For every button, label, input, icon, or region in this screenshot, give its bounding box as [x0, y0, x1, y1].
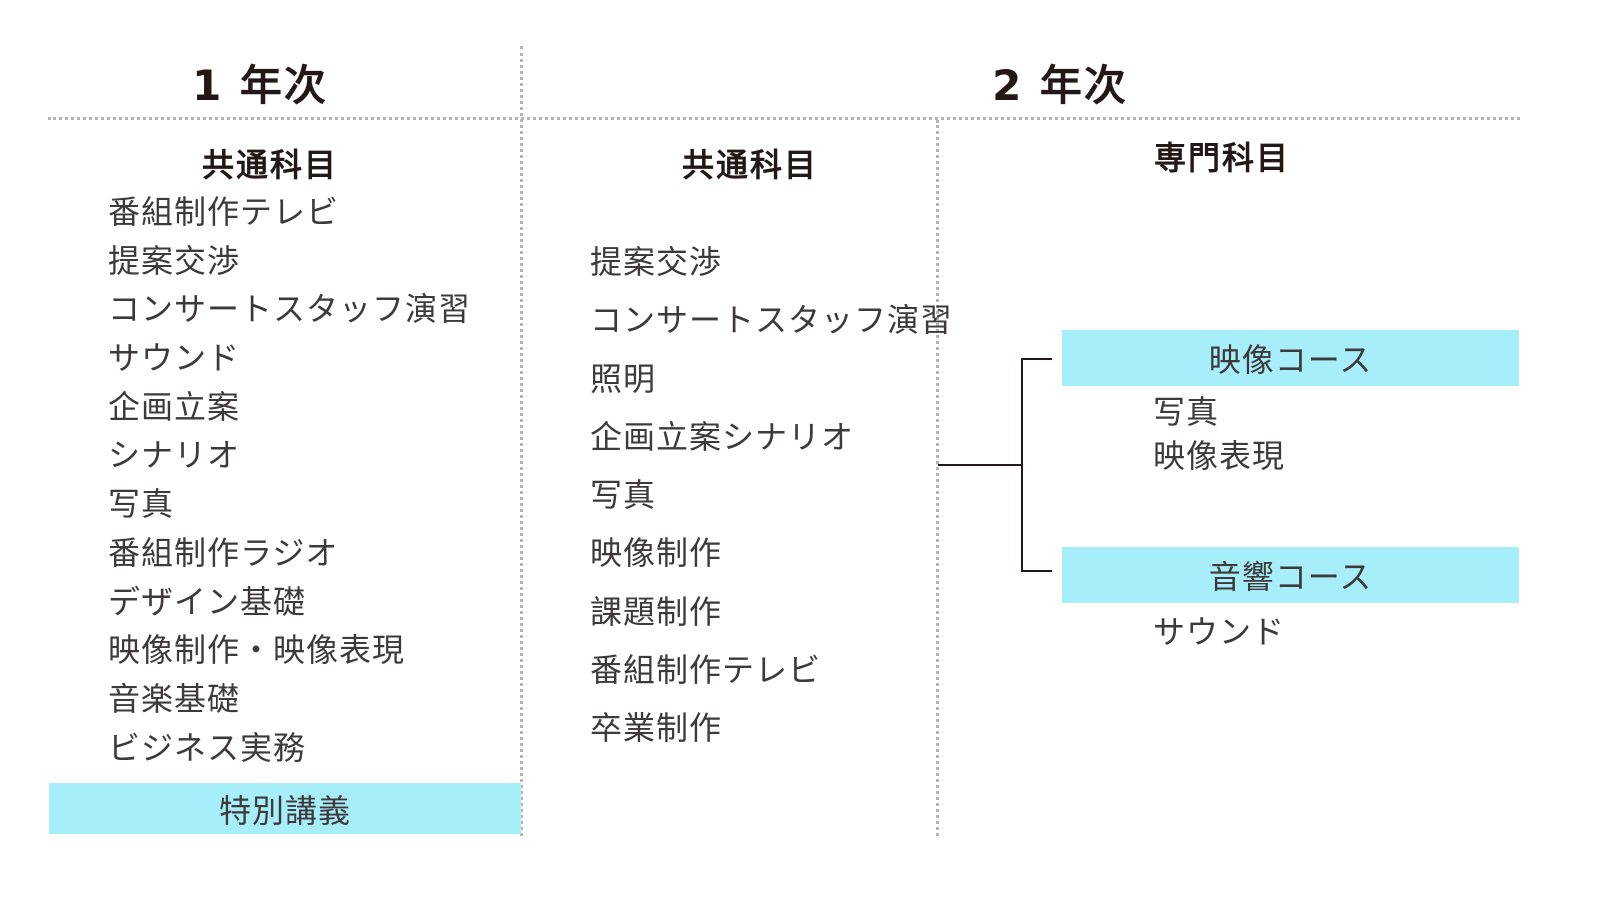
list-item: 番組制作ラジオ — [108, 533, 339, 572]
list-item: サウンド — [108, 339, 241, 378]
list-item: 写真 — [108, 485, 175, 524]
list-item: 課題制作 — [590, 592, 723, 631]
bracket-spine — [1021, 358, 1023, 572]
year1-title: 1 年次 — [192, 61, 328, 110]
year2-specialized-title: 専門科目 — [1153, 139, 1290, 177]
header-divider — [48, 117, 1520, 120]
list-item: 映像制作・映像表現 — [108, 631, 406, 670]
list-item: 提案交渉 — [108, 241, 241, 280]
year2-title: 2 年次 — [992, 61, 1128, 110]
bracket-branch-video — [1021, 358, 1052, 360]
list-item: 番組制作テレビ — [590, 651, 822, 690]
video-course-band: 映像コース — [1062, 330, 1519, 386]
list-item: 番組制作テレビ — [108, 193, 340, 231]
video-course-subjects: 写真 映像表現 — [1153, 390, 1285, 478]
list-item: コンサートスタッフ演習 — [108, 290, 472, 329]
list-item: コンサートスタッフ演習 — [590, 301, 954, 340]
year2-subject-list: 提案交渉 コンサートスタッフ演習 照明 企画立案シナリオ 写真 映像制作 課題制… — [590, 233, 953, 758]
list-item: 照明 — [590, 359, 657, 398]
list-item: サウンド — [1153, 613, 1286, 651]
special-lecture-band: 特別講義 — [49, 783, 521, 834]
bracket-connector — [938, 464, 1022, 466]
year2-column-divider — [936, 120, 939, 836]
list-item: デザイン基礎 — [108, 582, 307, 621]
list-item: 提案交渉 — [590, 243, 723, 281]
year1-subject-list: 番組制作テレビ 提案交渉 コンサートスタッフ演習 サウンド 企画立案 シナリオ … — [108, 188, 471, 772]
list-item: 卒業制作 — [590, 709, 723, 748]
bracket-branch-sound — [1021, 570, 1052, 572]
sound-course-band: 音響コース — [1062, 547, 1519, 603]
list-item: 企画立案シナリオ — [590, 417, 855, 456]
list-item: 企画立案 — [108, 387, 241, 426]
sound-course-subjects: サウンド — [1153, 610, 1285, 654]
list-item: 音楽基礎 — [108, 679, 241, 718]
list-item: 写真 — [1153, 393, 1220, 431]
list-item: シナリオ — [108, 436, 241, 475]
list-item: 映像表現 — [1153, 437, 1286, 475]
list-item: 写真 — [590, 476, 657, 515]
year-divider — [520, 46, 523, 836]
list-item: ビジネス実務 — [108, 728, 307, 767]
list-item: 映像制作 — [590, 534, 723, 573]
year2-common-title: 共通科目 — [681, 146, 818, 184]
year1-common-title: 共通科目 — [201, 146, 338, 184]
